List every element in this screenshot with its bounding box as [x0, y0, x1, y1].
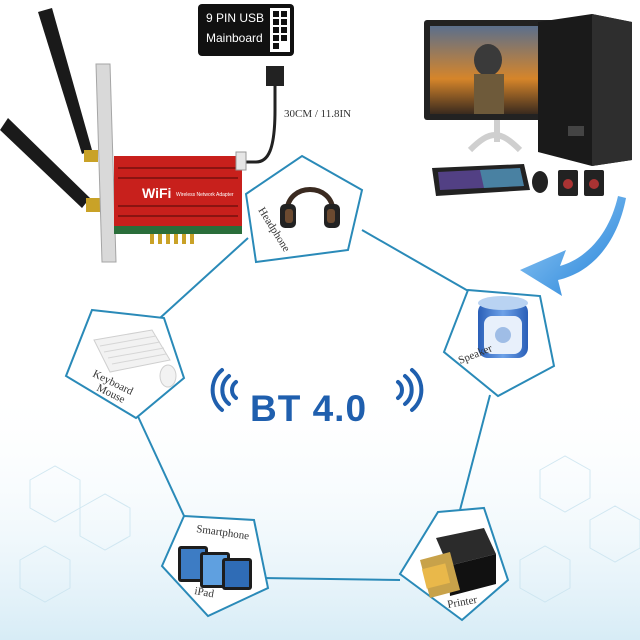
node-speaker: Speaker: [442, 288, 556, 398]
monitor-icon: [424, 20, 566, 153]
pentagon-links: [134, 229, 491, 581]
background-gradient: [0, 380, 640, 640]
bracket-icon: [95, 63, 117, 263]
gaming-mouse-icon: [532, 171, 548, 193]
keyboard-icon: [93, 329, 171, 373]
headphone-icon: [280, 187, 340, 228]
arrow-icon: [520, 196, 626, 296]
connector-line-2: Mainboard: [206, 31, 263, 45]
node-headphone: Headphone: [244, 154, 364, 264]
wifi-card: WiFi Wireless Network Adapter: [95, 63, 242, 263]
pc-tower-icon: [538, 14, 632, 166]
bt-wave-right-icon: [396, 368, 424, 412]
cable-length-label: 30CM / 11.8IN: [284, 108, 352, 120]
label-printer: Printer: [446, 594, 478, 611]
node-smartphone-ipad: Smartphone iPad: [160, 514, 270, 618]
bt-version-title: BT 4.0: [250, 388, 368, 429]
hex-pattern: [19, 455, 640, 603]
pc-setup-icon: [424, 14, 632, 196]
speaker-icon: [478, 296, 528, 358]
node-keyboard-mouse: Keyboard Mouse: [64, 308, 186, 420]
antenna-icon: [0, 8, 100, 212]
card-brand: WiFi: [142, 185, 171, 201]
card-subtitle: Wireless Network Adapter: [176, 192, 234, 198]
usb-connector-label: 9 PIN USB Mainboard: [198, 4, 294, 56]
tablets-icon: [178, 546, 252, 590]
usb-cable: [235, 66, 284, 171]
desk-speakers-icon: [558, 170, 604, 196]
mouse-icon: [159, 364, 177, 388]
printer-icon: [420, 528, 496, 598]
label-ipad: iPad: [193, 585, 215, 600]
connector-line-1: 9 PIN USB: [206, 11, 265, 25]
node-printer: Printer: [398, 506, 510, 622]
bt-wave-left-icon: [210, 368, 238, 412]
keyboard-rgb-icon: [432, 164, 530, 196]
